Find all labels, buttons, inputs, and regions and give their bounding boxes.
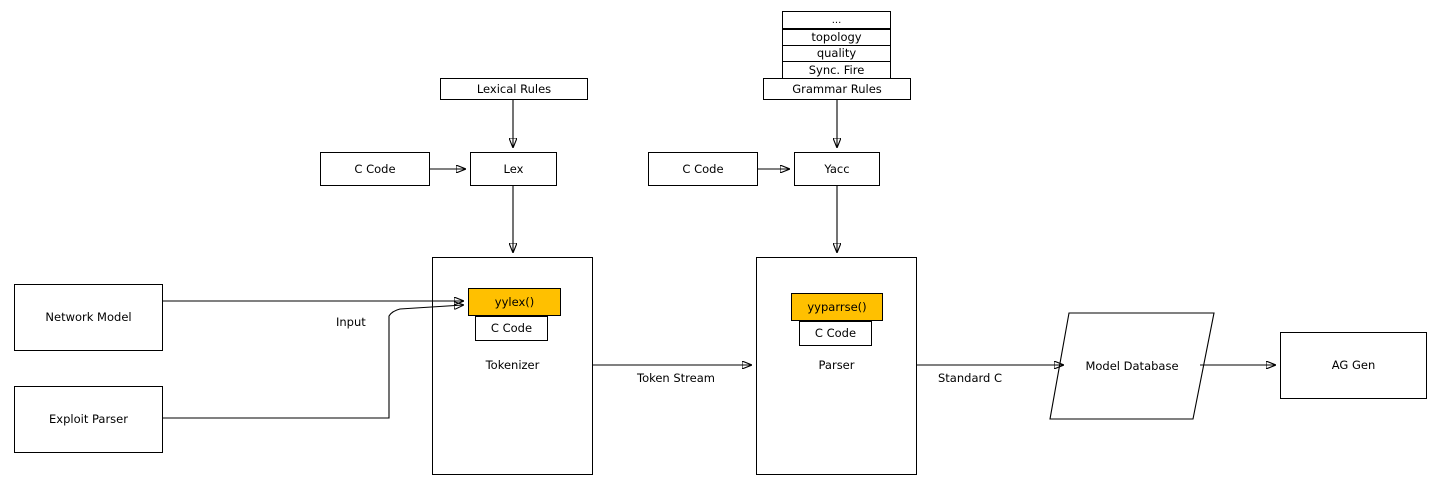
grammar-stack-layer-quality: quality bbox=[782, 45, 891, 62]
standard-c-edge-label: Standard C bbox=[938, 371, 1003, 385]
yyparrse-c-code-box: C Code bbox=[799, 321, 872, 346]
lex-box: Lex bbox=[470, 152, 557, 186]
ag-gen-box: AG Gen bbox=[1280, 332, 1427, 399]
yylex-box: yylex() bbox=[468, 288, 561, 316]
exploit-parser-box: Exploit Parser bbox=[14, 386, 163, 453]
yacc-box: Yacc bbox=[794, 152, 880, 186]
parser-label: Parser bbox=[818, 358, 855, 372]
model-database-shape: Model Database bbox=[1048, 311, 1216, 421]
lexical-rules-box: Lexical Rules bbox=[440, 78, 588, 100]
yyparrse-box: yyparrse() bbox=[791, 293, 883, 321]
grammar-stack-layer-sync-fire: Sync. Fire bbox=[782, 61, 891, 79]
input-edge-label: Input bbox=[336, 315, 366, 329]
token-stream-edge-label: Token Stream bbox=[637, 371, 715, 385]
network-model-box: Network Model bbox=[14, 284, 163, 351]
c-code-yacc-box: C Code bbox=[648, 152, 758, 186]
model-database-label: Model Database bbox=[1085, 359, 1179, 373]
tokenizer-label: Tokenizer bbox=[485, 358, 540, 372]
grammar-stack-layer-ellipsis: ... bbox=[782, 11, 891, 29]
grammar-stack-layer-topology: topology bbox=[782, 29, 891, 46]
edge-exploit-parser-to-yylex bbox=[163, 305, 463, 419]
yylex-c-code-box: C Code bbox=[475, 316, 548, 341]
grammar-rules-box: Grammar Rules bbox=[763, 78, 911, 100]
c-code-lex-box: C Code bbox=[320, 152, 430, 186]
